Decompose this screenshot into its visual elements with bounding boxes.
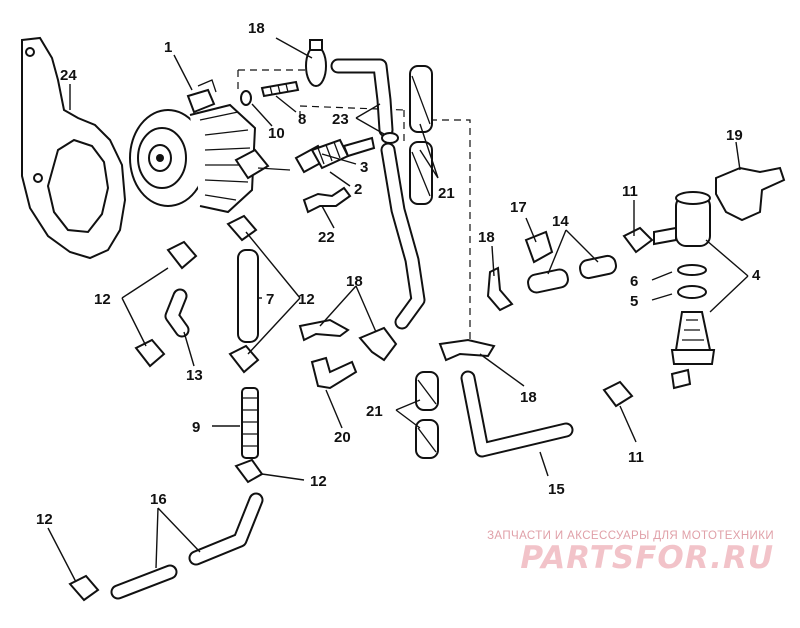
callout-18c: 18 xyxy=(346,273,363,290)
callout-labels: 1 24 18 8 10 23 3 2 22 21 19 11 17 14 18… xyxy=(36,20,761,528)
callout-12d: 12 xyxy=(36,511,53,528)
fitting-part xyxy=(294,136,376,174)
clamp-part xyxy=(234,458,264,484)
clamp-part xyxy=(226,214,258,242)
clamp-part xyxy=(358,326,398,362)
screw-part xyxy=(260,80,300,98)
callout-6: 6 xyxy=(630,273,638,290)
clamp-part xyxy=(486,266,514,312)
clamp-part xyxy=(228,344,260,374)
elbow-hose-part xyxy=(330,58,426,330)
watermark: ЗАПЧАСТИ И АКСЕССУАРЫ ДЛЯ МОТОТЕХНИКИ PA… xyxy=(487,530,774,576)
short-hose-part xyxy=(527,254,617,294)
clip-part xyxy=(302,186,352,214)
callout-18d: 18 xyxy=(520,389,537,406)
callout-24: 24 xyxy=(60,67,77,84)
assembly-line xyxy=(237,69,471,340)
callout-16: 16 xyxy=(150,491,167,508)
callout-11b: 11 xyxy=(628,449,644,466)
callout-11: 11 xyxy=(622,183,638,200)
fuel-pump-part xyxy=(129,79,291,214)
callout-12b: 12 xyxy=(298,291,315,308)
fuel-filter-part xyxy=(653,191,716,390)
callout-19: 19 xyxy=(726,127,743,144)
hose-part xyxy=(110,492,264,600)
clamp-part xyxy=(298,318,350,342)
clamp-part xyxy=(622,226,654,254)
straight-hose-part xyxy=(237,249,259,343)
callout-18b: 18 xyxy=(478,229,495,246)
callout-2: 2 xyxy=(354,181,362,198)
callout-22: 22 xyxy=(318,229,335,246)
callout-17: 17 xyxy=(510,199,527,216)
washer-part xyxy=(240,90,252,106)
clamp-part xyxy=(134,338,166,368)
callout-12c: 12 xyxy=(310,473,327,490)
callout-1: 1 xyxy=(164,39,172,56)
connector-part xyxy=(241,387,259,459)
callout-14: 14 xyxy=(552,213,569,230)
callout-15: 15 xyxy=(548,481,565,498)
sleeve-part xyxy=(415,371,439,459)
callout-7: 7 xyxy=(266,291,274,308)
watermark-logo: PARTSFOR.RU xyxy=(520,540,774,576)
callout-10: 10 xyxy=(268,125,285,142)
callout-5: 5 xyxy=(630,293,638,310)
strap-bracket-part xyxy=(715,166,786,222)
clamp-part xyxy=(305,39,327,87)
callout-21: 21 xyxy=(438,185,455,202)
callout-21b: 21 xyxy=(366,403,383,420)
clamp-part xyxy=(602,380,634,408)
callout-4: 4 xyxy=(752,267,761,284)
elbow-fitting-part xyxy=(310,356,358,390)
watermark-caption: ЗАПЧАСТИ И АКСЕССУАРЫ ДЛЯ МОТОТЕХНИКИ xyxy=(487,530,774,542)
bracket-plate-part xyxy=(21,36,127,260)
elbow-hose-part xyxy=(460,370,574,458)
leader-lines xyxy=(47,37,749,583)
callout-9: 9 xyxy=(192,419,200,436)
sleeve-part xyxy=(409,65,433,205)
clip-part xyxy=(524,230,554,264)
callout-23: 23 xyxy=(332,111,349,128)
callout-18: 18 xyxy=(248,20,265,37)
callout-3: 3 xyxy=(360,159,368,176)
clamp-part xyxy=(68,574,100,602)
callout-13: 13 xyxy=(186,367,203,384)
clamp-part xyxy=(438,338,496,362)
callout-12a: 12 xyxy=(94,291,111,308)
callout-8: 8 xyxy=(298,111,306,128)
callout-20: 20 xyxy=(334,429,351,446)
bent-hose-part xyxy=(164,288,190,338)
clamp-part xyxy=(166,240,198,270)
